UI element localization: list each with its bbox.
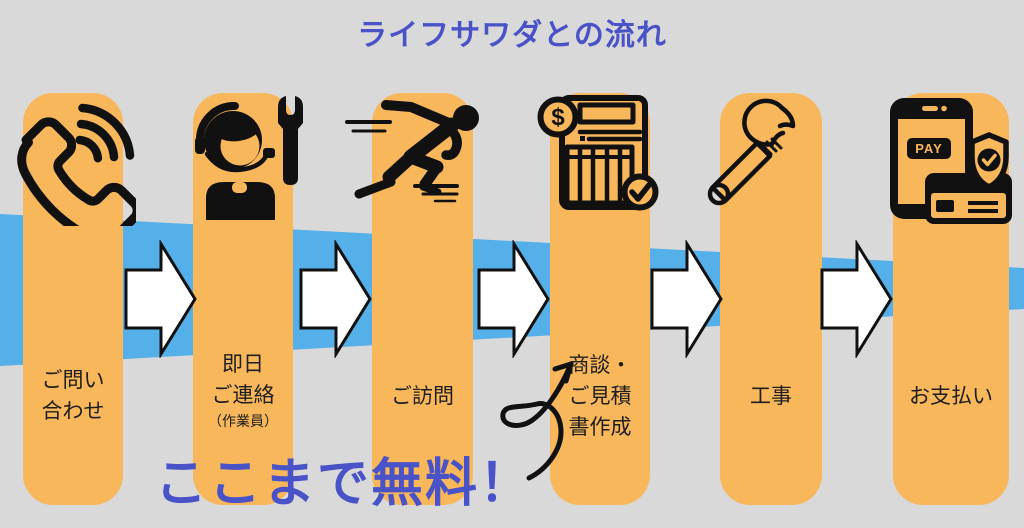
support-agent-wrench-icon [195, 96, 303, 220]
step-inquiry: ご問い 合わせ [23, 93, 123, 505]
right-arrow-icon [820, 240, 893, 358]
pay-label: PAY [915, 141, 943, 156]
mobile-payment-icon: PAY [890, 98, 1012, 224]
right-arrow-icon [650, 240, 723, 358]
page-title: ライフサワダとの流れ [357, 19, 667, 52]
dollar-sign: $ [551, 104, 565, 131]
step-same-day-contact-label: 即日 ご連絡 （作業員） [208, 353, 278, 429]
step-construction-label: 工事 [750, 384, 792, 408]
phone-icon [17, 103, 136, 226]
step-estimate-label: 商談・ ご見積 書作成 [568, 353, 632, 439]
right-arrow-icon [299, 240, 372, 358]
right-arrow-icon [477, 240, 550, 358]
curly-arrow-icon [500, 361, 574, 481]
estimate-document-icon: $ [537, 95, 659, 211]
wrench-icon [707, 98, 796, 206]
step-payment-label: お支払い [909, 384, 993, 408]
step-visit-label: ご訪問 [391, 384, 454, 408]
running-person-icon [345, 100, 479, 203]
step-sub-label: （作業員） [208, 413, 278, 429]
right-arrow-icon [124, 240, 197, 358]
free-note: ここまで無料！ [155, 455, 534, 513]
step-inquiry-label: ご問い 合わせ [41, 369, 105, 423]
